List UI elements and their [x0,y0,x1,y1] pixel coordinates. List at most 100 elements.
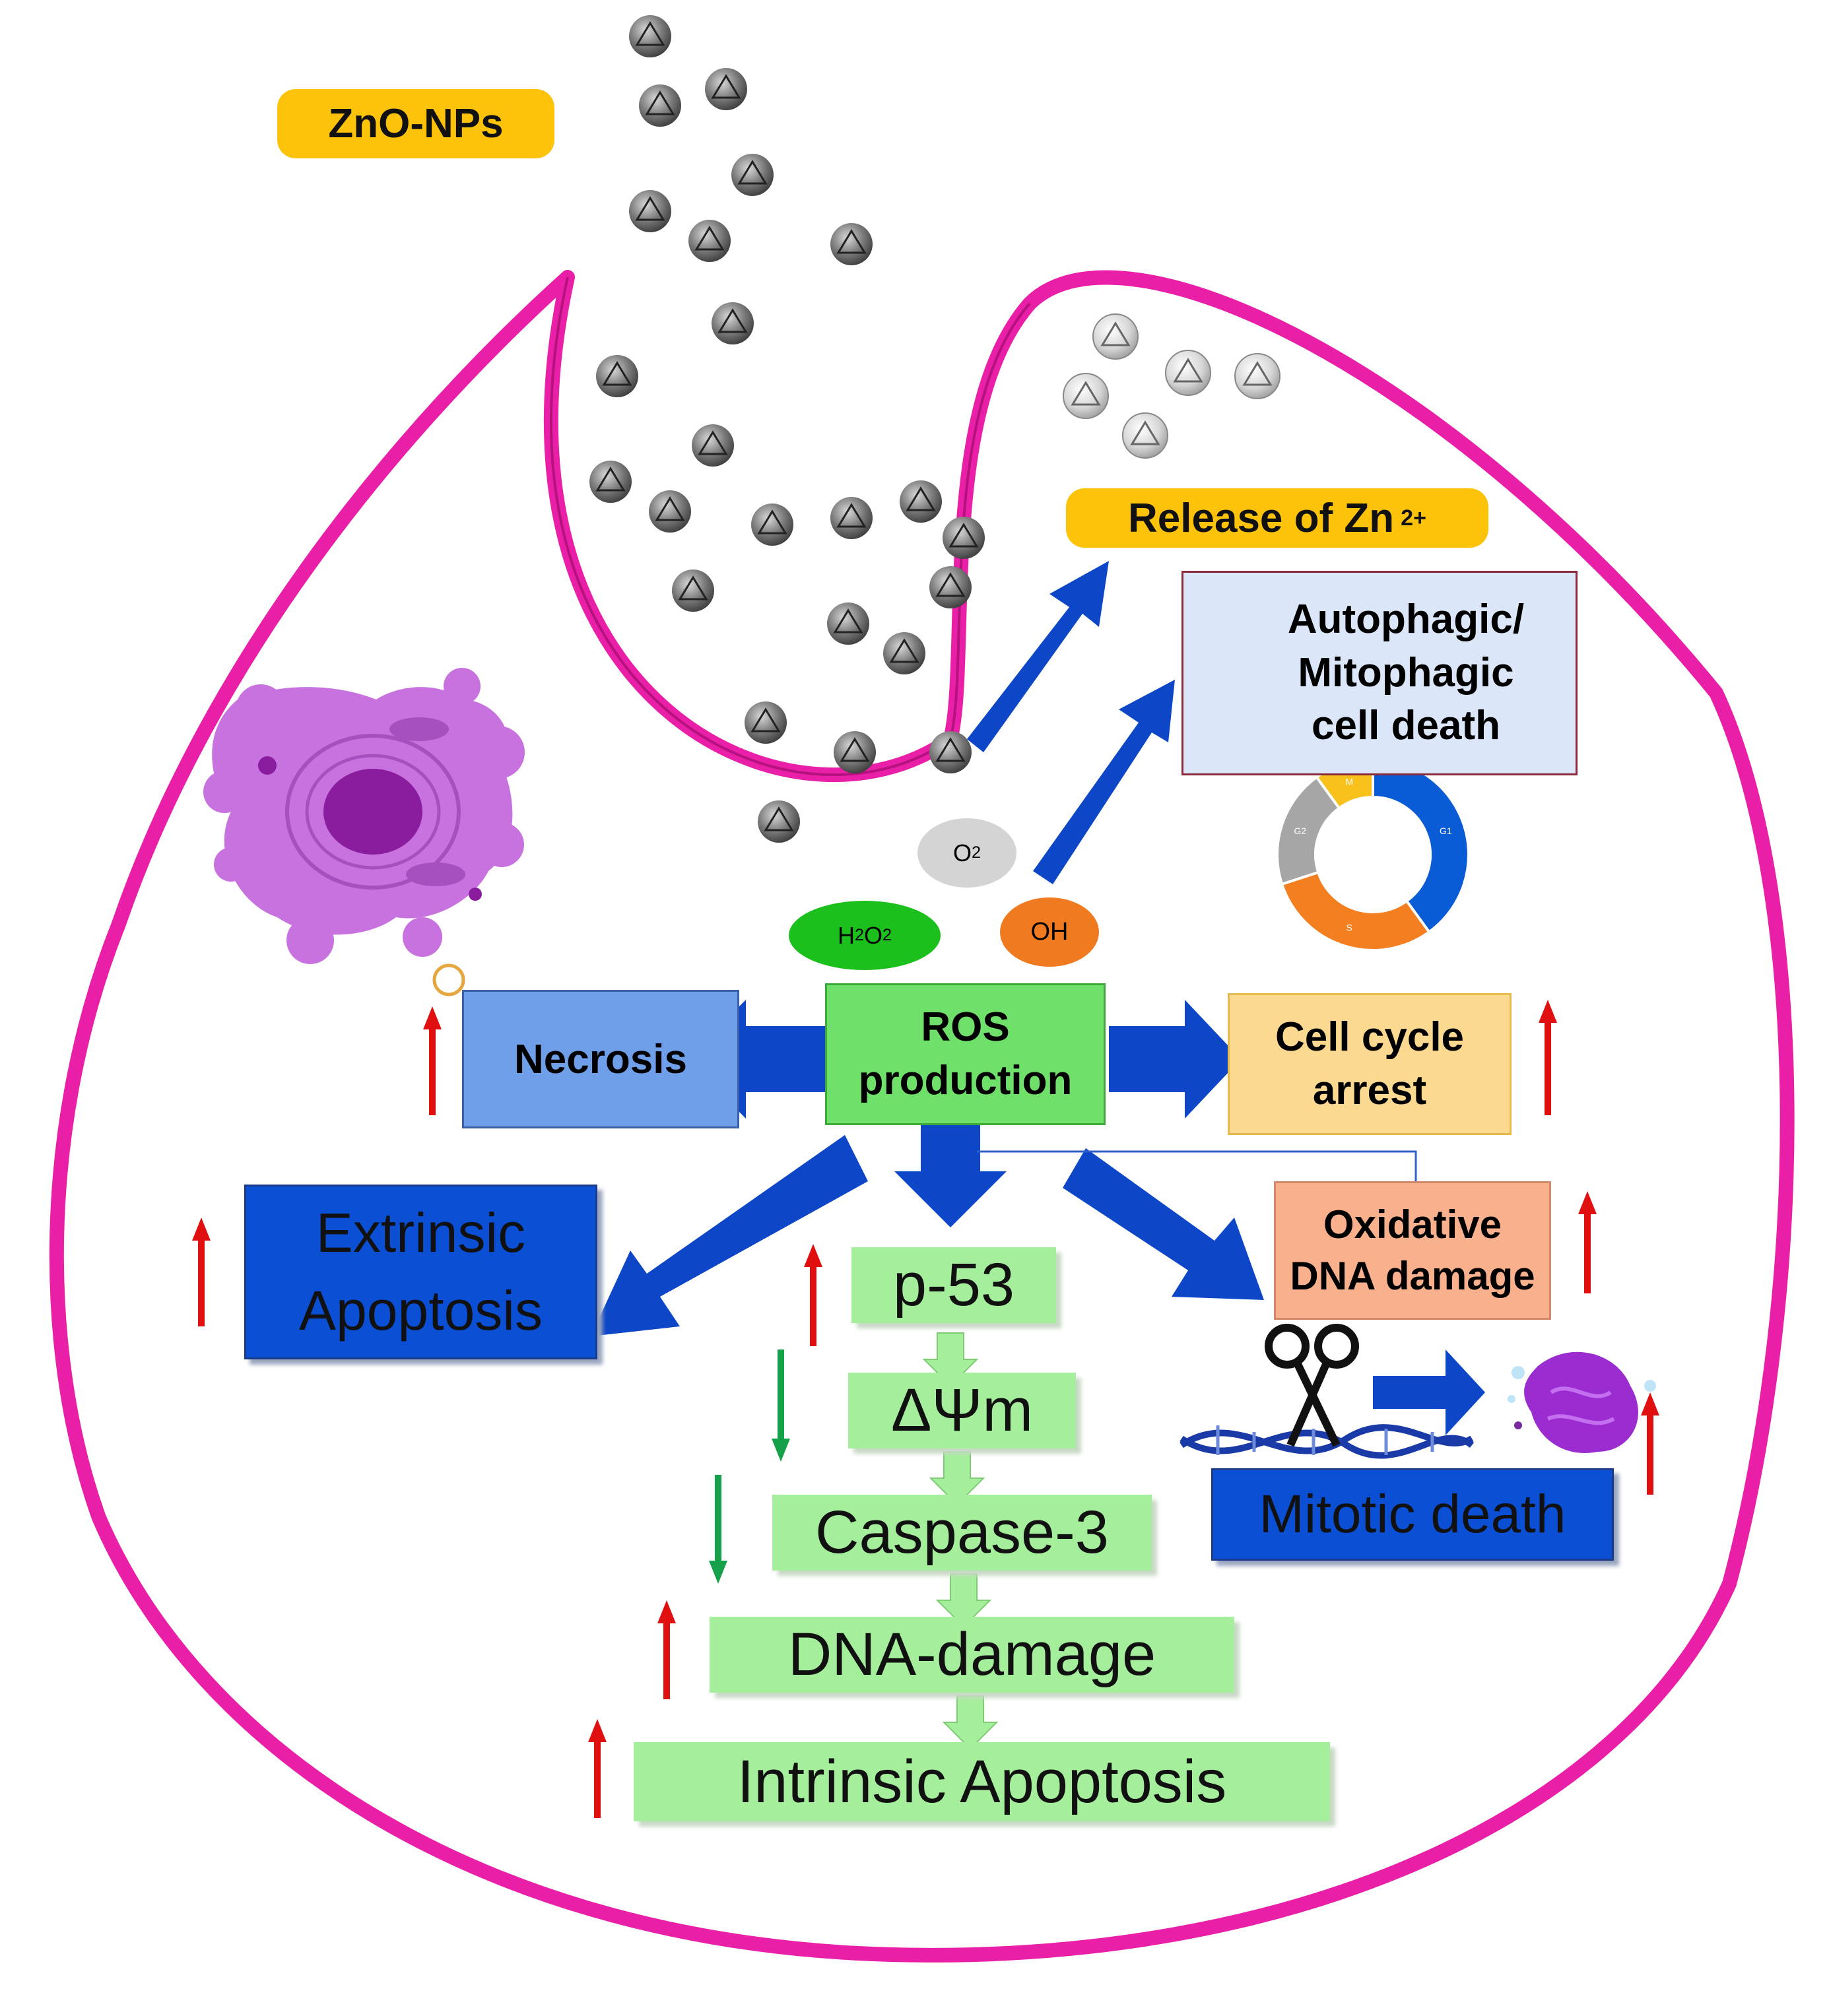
donut-label-g1: G1 [1440,826,1452,836]
nanoparticle-icon [929,731,972,773]
nanoparticle-icon [705,68,747,110]
zinc-ions [1063,313,1280,459]
h2o2-sub1: 2 [854,926,864,944]
arrow-to-p53 [894,1125,1007,1227]
chromosome-icon [1508,1351,1656,1453]
nanoparticle-icon [1122,412,1168,459]
down-arrows [709,1349,790,1584]
nanoparticle-icon [1165,350,1211,396]
oh-text: OH [1030,918,1069,946]
autophagic-box: Autophagic/ Mitophagic cell death [1181,571,1578,775]
nanoparticle-icon [827,602,869,645]
donut-label-m: M [1345,777,1353,787]
nanoparticles-outside [589,15,985,843]
nanoparticle-icon [830,223,873,265]
oxidative-box: Oxidative DNA damage [1274,1181,1551,1320]
nanoparticle-icon [758,800,800,843]
nanoparticle-icon [629,15,671,57]
ros-box: ROS production [825,983,1106,1125]
up-arrow-icon [804,1244,822,1346]
nanoparticle-icon [883,632,925,674]
intrinsic-box: Intrinsic Apoptosis [634,1742,1330,1821]
nanoparticle-icon [649,490,691,533]
up-arrow-icon [657,1600,676,1699]
caspase-text: Caspase-3 [815,1499,1109,1566]
nanoparticle-icon [731,154,774,196]
cell-cycle-donut-icon: G1S G2 M [1276,757,1470,952]
nanoparticle-icon [834,731,876,773]
extrinsic-text: Extrinsic Apoptosis [299,1201,543,1342]
arrow-to-extrinsic [591,1135,868,1336]
extrinsic-box: Extrinsic Apoptosis [244,1185,597,1359]
connector-line [977,1150,1417,1181]
p53-box: p-53 [851,1247,1056,1323]
cell-cycle-box: Cell cycle arrest [1228,993,1512,1135]
autophagic-text: Autophagic/ Mitophagic cell death [1287,597,1525,749]
oxidative-text: Oxidative DNA damage [1290,1202,1535,1298]
nanoparticle-icon [639,84,681,127]
arrow-to-autophagic [1033,680,1175,884]
down-arrow-icon [772,1349,790,1462]
flow-arrows [591,561,1485,1435]
necrosis-text: Necrosis [514,1036,687,1082]
intrinsic-text: Intrinsic Apoptosis [737,1747,1227,1815]
nanoparticle-icon [688,220,731,262]
up-arrow-icon [423,1006,442,1115]
arrow-to-cell-cycle [1109,1000,1241,1119]
nanoparticle-icon [830,497,873,539]
up-arrow-icon [1641,1392,1659,1495]
nanoparticle-icon [692,424,734,467]
nanoparticle-icon [745,701,787,744]
dpsi-box: ΔΨm [848,1373,1076,1448]
mitotic-box: Mitotic death [1211,1468,1614,1561]
up-arrow-icon [1539,1000,1557,1115]
nanoparticle-icon [1234,353,1280,399]
zno-nps-label: ZnO-NPs [277,89,554,158]
zno-nps-text: ZnO-NPs [328,101,504,146]
nanoparticle-icon [751,504,793,546]
scissors-icon [1265,1324,1359,1447]
apoptotic-cell-icon [203,668,525,996]
donut-segment-s [1280,870,1432,952]
nanoparticle-icon [1063,373,1109,419]
arrow-to-oxidative [1063,1148,1264,1300]
cell-membrane-inner [549,276,1031,777]
dna-helix-icon [1180,1424,1475,1459]
o2-text: O [952,839,972,866]
nanoparticle-icon [943,517,985,559]
h2o2-sub2: 2 [882,926,892,944]
p53-text: p-53 [892,1251,1015,1318]
donut-label-s: S [1346,922,1352,932]
up-arrow-icon [588,1719,607,1818]
release-zn-text: Release of Zn [1128,495,1395,541]
dna-damage-box: DNA-damage [710,1617,1234,1693]
donut-label-g2: G2 [1294,826,1306,836]
down-arrow-icon [709,1475,727,1584]
o2-subscript: 2 [972,843,981,862]
caspase-box: Caspase-3 [772,1495,1152,1571]
nanoparticle-icon [589,461,632,503]
donut-segment-g1 [1372,757,1470,934]
nanoparticle-icon [672,569,714,612]
h2o2-h: H [837,921,855,949]
up-arrow-icon [192,1218,211,1326]
dpsi-text: ΔΨm [891,1377,1033,1444]
nanoparticle-icon [712,302,754,344]
nanoparticle-icon [1092,313,1139,360]
nanoparticle-icon [629,190,671,232]
up-arrows [192,617,1659,1818]
ros-text: ROS production [858,1004,1073,1103]
nanoparticle-icon [929,566,972,608]
cell-cycle-text: Cell cycle arrest [1275,1014,1465,1113]
arrow-dna-to-chromosome [1373,1349,1485,1435]
dna-damage-text: DNA-damage [787,1621,1156,1688]
oh-oval: OH [1000,897,1099,967]
release-zn-charge: 2+ [1401,505,1426,531]
up-arrow-icon [1578,1191,1597,1293]
nanoparticle-icon [900,480,942,523]
